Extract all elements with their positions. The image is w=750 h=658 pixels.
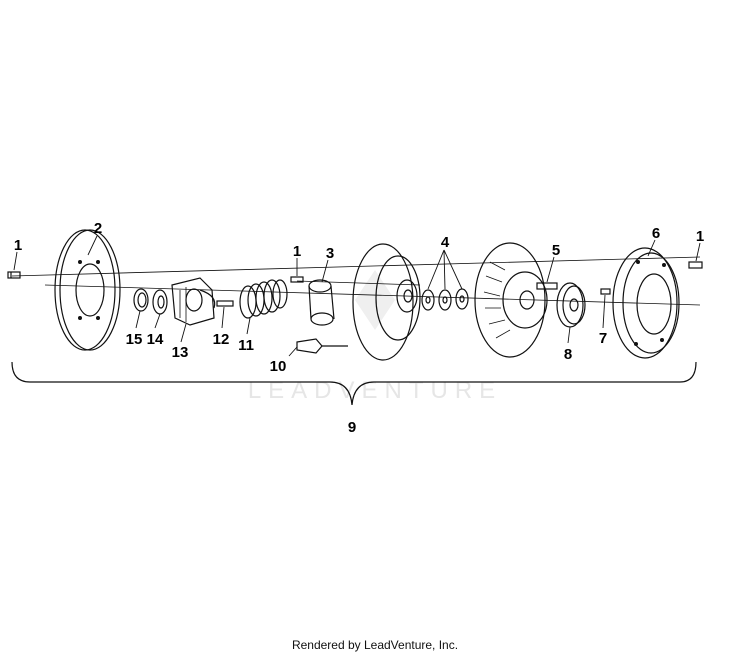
callout-1-left: 1: [14, 237, 22, 254]
callout-13: 13: [172, 344, 189, 361]
callout-1-right: 1: [696, 228, 704, 245]
cover-part-6: [612, 247, 680, 359]
cover-plate-part-2: [54, 229, 121, 351]
washer-part-14: [152, 289, 168, 315]
cam-part-13: [171, 277, 216, 326]
callout-15: 15: [126, 331, 143, 348]
callout-7: 7: [599, 330, 607, 347]
callout-12: 12: [213, 331, 230, 348]
pin-part-5: [536, 282, 558, 290]
callout-10: 10: [270, 358, 287, 375]
render-credit: Rendered by LeadVenture, Inc.: [291, 638, 459, 652]
screw-part-7: [600, 288, 611, 295]
callout-6: 6: [652, 225, 660, 242]
snap-ring-part-15: [133, 288, 149, 312]
plate-part-8: [556, 282, 586, 328]
key-part-12: [216, 300, 234, 307]
callout-4: 4: [441, 234, 450, 251]
callout-1-middle: 1: [293, 243, 301, 260]
stationary-sheave: [352, 243, 421, 361]
watermark-text: LEADVENTURE: [248, 377, 502, 404]
roller-part-10: [296, 338, 348, 354]
bushing-part-3: [308, 279, 335, 326]
callout-11: 11: [238, 337, 254, 354]
washers-part-4: [421, 288, 469, 311]
assembly-brace: [11, 361, 697, 406]
callout-5: 5: [552, 242, 560, 259]
callout-9: 9: [348, 419, 356, 436]
bolt-part-1-right: [688, 261, 703, 269]
callout-8: 8: [564, 346, 572, 363]
bolt-part-1-left: [7, 271, 21, 279]
callout-14: 14: [147, 331, 164, 348]
bolt-part-1-middle: [290, 276, 304, 283]
movable-sheave: [474, 242, 548, 358]
spring-part-11: [239, 279, 288, 319]
callout-2: 2: [94, 220, 102, 237]
callout-labels: 1 2 1 3 4 5 6 1 15 14 13 12 11 10 8 7 9: [14, 220, 704, 436]
leader-lines: [13, 235, 701, 357]
callout-3: 3: [326, 245, 334, 262]
